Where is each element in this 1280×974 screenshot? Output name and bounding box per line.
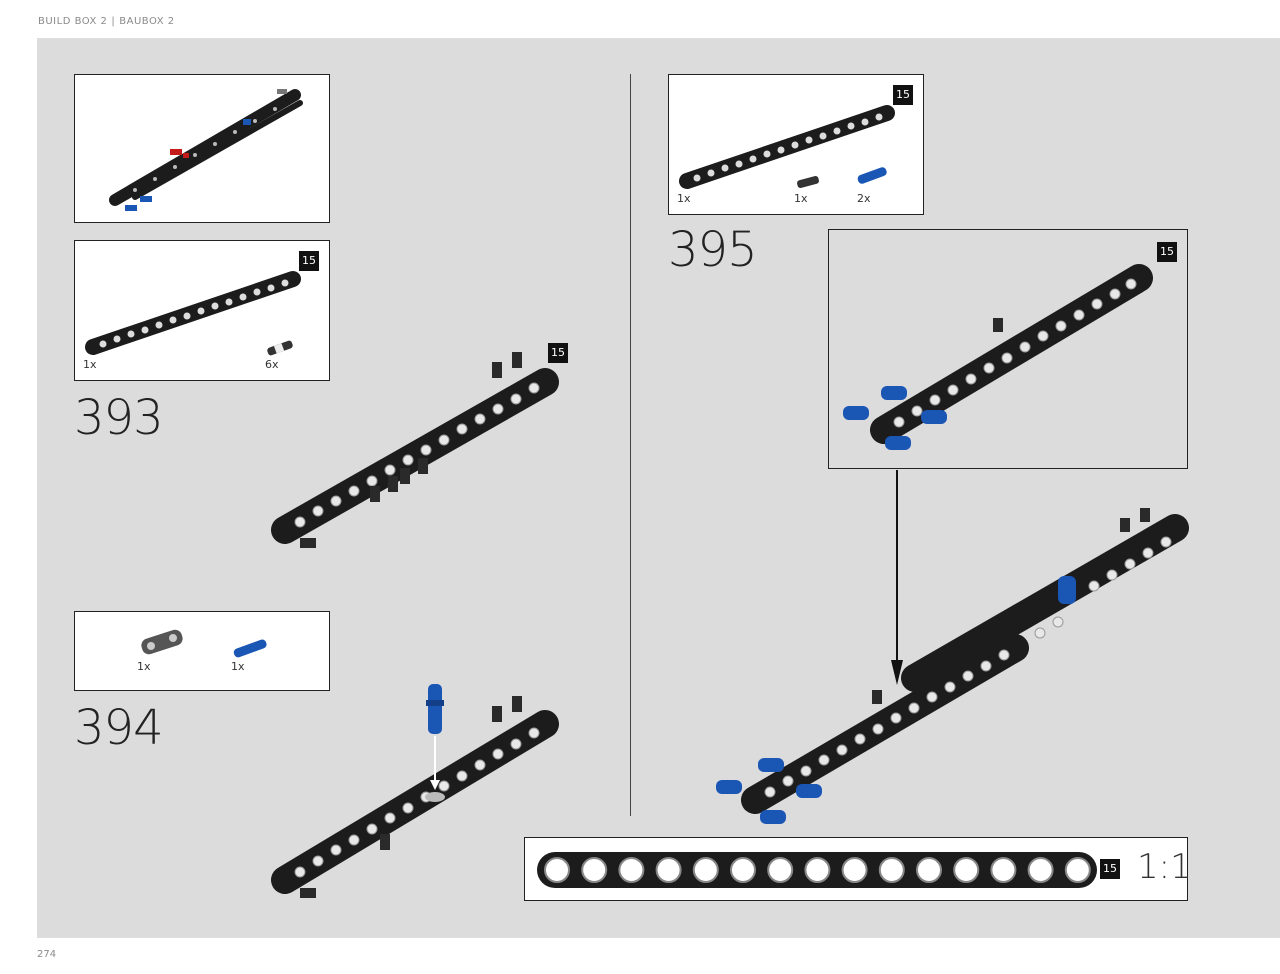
page-number: 274 <box>37 949 57 960</box>
connector-part-image <box>141 629 183 655</box>
parts-box-394: 1x 1x <box>74 611 330 691</box>
step-number-394: 394 <box>74 700 164 756</box>
part-qty-pin-395: 1x <box>794 192 808 205</box>
beam-length-badge-395: 15 <box>893 85 913 105</box>
beam-part-image <box>85 271 301 356</box>
ruler-hole <box>730 857 756 883</box>
ruler-hole <box>1064 857 1091 883</box>
callout-box-395: 15 <box>828 229 1188 469</box>
page-header: BUILD BOX 2|BAUBOX 2 <box>38 16 175 27</box>
ruler-hole <box>804 857 831 883</box>
column-divider <box>630 74 631 816</box>
part-qty-connector: 1x <box>137 660 151 673</box>
insert-blue-pin <box>426 684 444 734</box>
ruler-hole <box>692 857 719 883</box>
ruler-hole <box>953 857 980 883</box>
ruler-hole <box>878 857 905 883</box>
ruler-hole <box>841 857 868 883</box>
scale-ruler-box: 15 1:1 <box>524 837 1192 901</box>
ruler-hole <box>544 857 570 883</box>
ruler-hole <box>767 857 794 883</box>
part-qty-beam-395: 1x <box>677 192 691 205</box>
header-title-de: BAUBOX 2 <box>119 16 175 27</box>
parts-box-393: 15 1x 6x <box>74 240 330 381</box>
ruler-hole <box>1027 857 1054 883</box>
beam-part-image-395 <box>679 105 895 189</box>
scale-ruler-badge: 15 <box>1100 859 1120 879</box>
step-number-395: 395 <box>668 222 758 278</box>
blue-pin-part-image <box>233 639 267 658</box>
part-qty-beam: 1x <box>83 358 97 371</box>
header-separator: | <box>111 16 116 27</box>
ruler-hole <box>990 857 1017 883</box>
header-title-en: BUILD BOX 2 <box>38 16 108 27</box>
ruler-hole <box>916 857 942 883</box>
ruler-hole <box>581 857 608 883</box>
step-number-393: 393 <box>74 390 164 446</box>
part-qty-pin: 6x <box>265 358 279 371</box>
parts-box-395: 15 1x 1x 2x <box>668 74 924 215</box>
beam-length-badge: 15 <box>299 251 319 271</box>
pin-part-image <box>267 340 293 356</box>
scale-ruler-beam <box>537 852 1097 888</box>
ruler-hole <box>618 857 645 883</box>
callout-length-badge: 15 <box>1157 242 1177 262</box>
callout-model-image <box>843 264 1153 450</box>
model-length-badge: 15 <box>548 343 568 363</box>
overview-model-image <box>109 89 303 211</box>
ruler-hole <box>655 857 682 883</box>
overview-box <box>74 74 330 223</box>
part-qty-blue-pin: 1x <box>231 660 245 673</box>
part-qty-blue-pin-395: 2x <box>857 192 871 205</box>
scale-label: 1:1 <box>1137 847 1192 887</box>
